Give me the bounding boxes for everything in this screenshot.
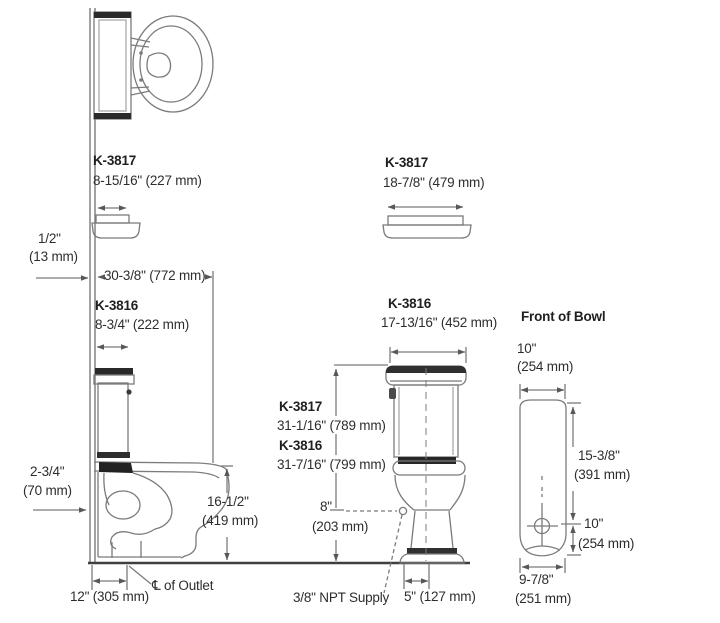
depth-dimension-label: 30-3/8" (772 mm) [104,268,206,283]
side-tank-model-label: K-3816 [95,298,139,313]
outlet-height-inches-label: 2-3/4" [30,464,65,479]
bowl-back-mm-label: (254 mm) [578,536,635,551]
outlet-centerline-label: ℄ of Outlet [152,578,214,593]
rough-in-label: 12" (305 mm) [70,589,149,604]
supply-label: 3/8" NPT Supply [293,590,390,605]
plan-tank-width-label: 8-15/16" (227 mm) [93,173,202,188]
height-model-a-label: K-3817 [279,399,323,414]
bowl-front-inches-label: 15-3/8" [578,448,620,463]
wall-gap-mm-label: (13 mm) [29,249,78,264]
base-width-label: 5" (127 mm) [404,589,476,604]
tank-lid-profile-side [91,205,141,239]
lid-model-label: K-3817 [385,155,429,170]
front-of-bowl-title: Front of Bowl [521,309,606,324]
total-height-dimension [330,364,397,562]
front-tank-model-label: K-3816 [388,296,432,311]
bowl-top-inches-label: 10" [517,341,537,356]
plan-tank-model-label: K-3817 [93,153,137,168]
lid-width-label: 18-7/8" (479 mm) [383,175,485,190]
rim-height-inches-label: 16-1/2" [207,494,249,509]
side-tank-width-label: 8-3/4" (222 mm) [95,317,190,332]
height-a-label: 31-1/16" (789 mm) [277,418,386,433]
plan-view-toilet [93,11,214,120]
supply-height-inches-label: 8" [320,499,332,514]
bowl-top-mm-label: (254 mm) [517,359,574,374]
bowl-bottom-inches-label: 9-7/8" [519,572,554,587]
bowl-front-mm-label: (391 mm) [574,467,631,482]
front-of-bowl-view [519,384,581,573]
height-b-label: 31-7/16" (799 mm) [277,457,386,472]
height-model-b-label: K-3816 [279,438,323,453]
rough-in-dimension [91,565,152,590]
side-view-toilet [93,368,233,559]
bowl-back-inches-label: 10" [584,516,604,531]
bowl-bottom-mm-label: (251 mm) [515,591,572,606]
tank-lid-profile-front [382,204,472,239]
outlet-height-mm-label: (70 mm) [23,483,72,498]
front-view-toilet [383,347,467,594]
supply-height-mm-label: (203 mm) [312,519,369,534]
front-tank-width-label: 17-13/16" (452 mm) [381,315,497,330]
wall-gap-inches-label: 1/2" [38,231,61,246]
base-width-dimension [403,564,430,589]
rim-height-mm-label: (419 mm) [202,513,259,528]
depth-dimension [97,271,214,463]
